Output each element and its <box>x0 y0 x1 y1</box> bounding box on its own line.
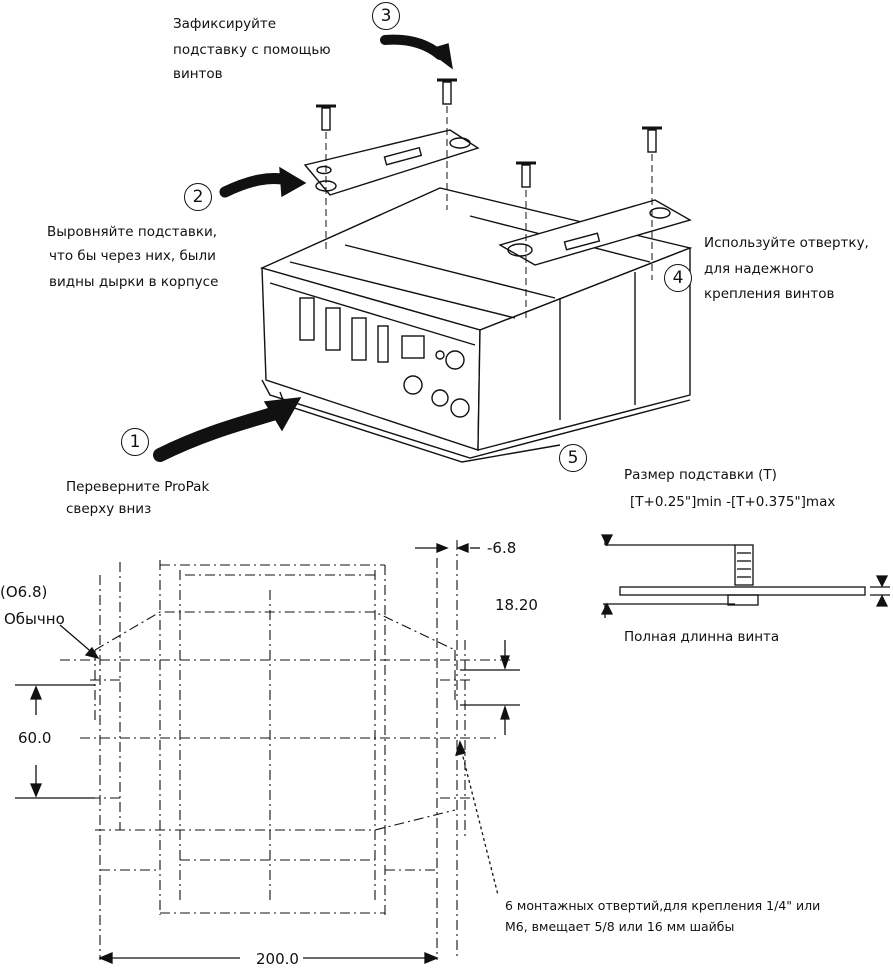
step4-caption-line1: Используйте отвертку, <box>704 235 869 251</box>
step2-caption-line2: что бы через них, были <box>49 248 216 264</box>
arrow-flip <box>153 397 302 462</box>
bracket-right <box>498 199 692 266</box>
arrow-fix <box>380 34 453 70</box>
step1-caption-line2: сверху вниз <box>66 501 152 517</box>
screw <box>316 104 336 131</box>
step-5-marker: 5 <box>559 444 587 472</box>
step4-caption-line2: для надежного <box>704 261 814 277</box>
step3-caption-line3: винтов <box>173 66 223 82</box>
step-4-marker: 4 <box>664 264 692 292</box>
dim-18-20: 18.20 <box>495 596 538 614</box>
dim-6-8: -6.8 <box>487 539 517 557</box>
step-1-marker: 1 <box>121 428 149 456</box>
dim-typical: Обычно <box>4 610 65 628</box>
step3-caption-line2: подставку с помощью <box>173 42 331 58</box>
bracket-size-formula: [T+0.25"]min -[T+0.375"]max <box>630 494 836 510</box>
receiver-side-face <box>477 246 691 451</box>
step4-caption-line3: крепления винтов <box>704 286 835 302</box>
bracket-left <box>303 129 480 196</box>
screw <box>437 78 457 105</box>
screw-length-label: Полная длинна винта <box>624 629 780 645</box>
screw <box>642 126 662 153</box>
dim-hole-diameter: (O6.8) <box>0 583 48 601</box>
arrow-align <box>219 166 307 198</box>
step1-caption-line1: Переверните ProPak <box>66 479 210 495</box>
bracket-size-label: Размер подставки (T) <box>624 467 777 483</box>
step-2-marker: 2 <box>184 183 212 211</box>
step2-caption-line1: Выровняйте подставки, <box>47 224 218 240</box>
step3-caption-line1: Зафиксируйте <box>173 16 277 32</box>
dim-200-0: 200.0 <box>252 950 303 968</box>
holes-note-line1: 6 монтажных отвертий,для крепления 1/4" … <box>505 898 821 913</box>
screw <box>516 161 536 188</box>
holes-note-line2: M6, вмещает 5/8 или 16 мм шайбы <box>505 919 735 934</box>
step-3-marker: 3 <box>372 2 400 30</box>
step2-caption-line3: видны дырки в корпусе <box>49 274 219 290</box>
dim-60-0: 60.0 <box>18 729 52 747</box>
